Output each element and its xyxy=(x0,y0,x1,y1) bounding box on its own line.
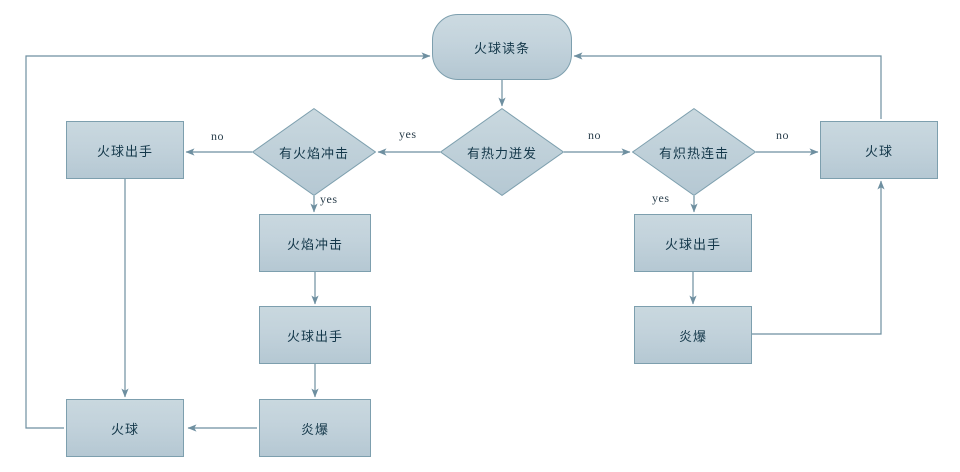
node-label-start: 火球读条 xyxy=(473,40,530,56)
node-start[interactable]: 火球读条 xyxy=(432,14,572,80)
node-r_fireball[interactable]: 火球 xyxy=(820,121,938,179)
node-label-m_cast: 火球出手 xyxy=(286,328,343,344)
edge-label-lbl_no_left: no xyxy=(211,129,224,143)
node-m_pyro[interactable]: 炎爆 xyxy=(259,399,371,457)
node-label-d_center: 有热力迸发 xyxy=(466,145,537,161)
edge-label-lbl_yes_center: yes xyxy=(399,127,417,141)
edge-label-lbl_no_right: no xyxy=(588,128,601,142)
node-label-r_fireball: 火球 xyxy=(864,143,893,159)
node-l_cast[interactable]: 火球出手 xyxy=(66,121,184,179)
node-d_right[interactable]: 有炽热连击 xyxy=(632,108,756,196)
edge-label-lbl_no_far_right: no xyxy=(776,128,789,142)
edge-label-lbl_yes_left_down: yes xyxy=(320,192,338,206)
node-label-m_pyro: 炎爆 xyxy=(300,421,329,437)
node-rc_cast[interactable]: 火球出手 xyxy=(634,214,752,272)
edge-bl-fireball-to-start xyxy=(25,52,431,429)
node-label-d_left: 有火焰冲击 xyxy=(278,145,349,161)
diamond-shape xyxy=(632,108,756,196)
diamond-shape xyxy=(252,108,376,196)
node-label-m_flame: 火焰冲击 xyxy=(286,236,343,252)
node-label-rc_cast: 火球出手 xyxy=(664,236,721,252)
node-bl_fireball[interactable]: 火球 xyxy=(66,399,184,457)
diamond-shape xyxy=(440,108,564,196)
node-label-bl_fireball: 火球 xyxy=(110,421,139,437)
node-rc_pyro[interactable]: 炎爆 xyxy=(634,306,752,364)
node-d_left[interactable]: 有火焰冲击 xyxy=(252,108,376,196)
edge-label-lbl_yes_right_down: yes xyxy=(652,191,670,205)
node-label-l_cast: 火球出手 xyxy=(96,143,153,159)
node-m_cast[interactable]: 火球出手 xyxy=(259,306,371,364)
node-label-d_right: 有炽热连击 xyxy=(658,145,729,161)
node-d_center[interactable]: 有热力迸发 xyxy=(440,108,564,196)
edge-rfireball-to-start xyxy=(573,52,882,119)
node-label-rc_pyro: 炎爆 xyxy=(678,328,707,344)
edge-rpyro-to-rfireball xyxy=(752,180,885,335)
node-m_flame[interactable]: 火焰冲击 xyxy=(259,214,371,272)
